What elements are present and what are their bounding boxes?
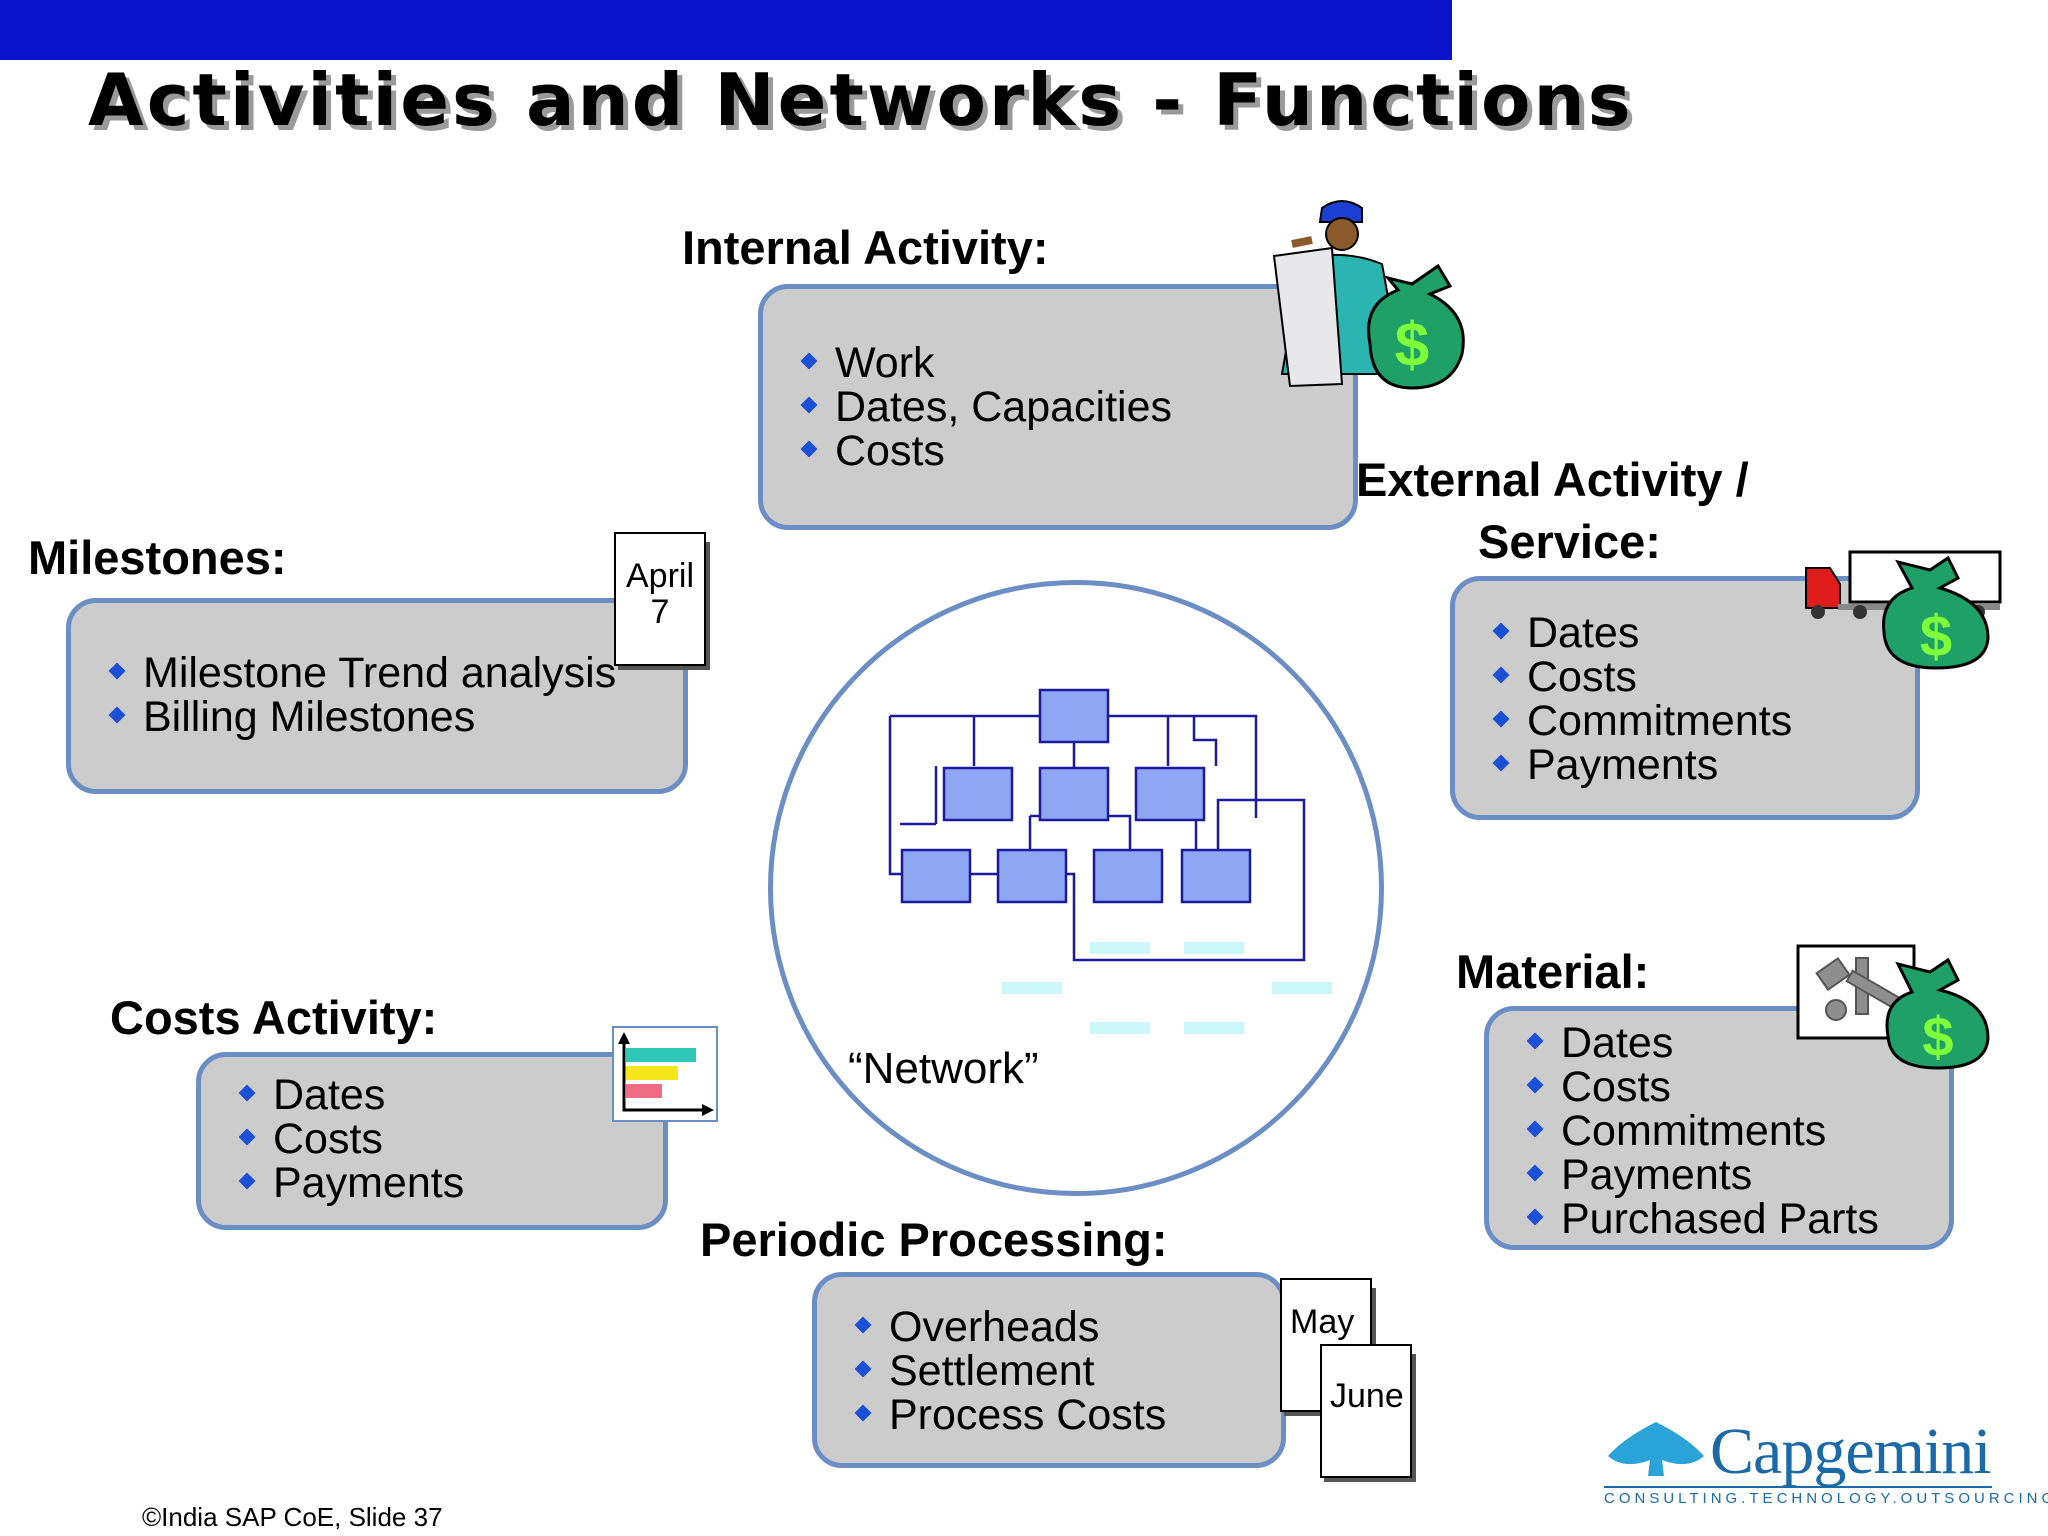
calendar-icon: April 7	[614, 532, 706, 666]
calendar-june-icon: June	[1320, 1344, 1412, 1478]
periodic-processing-heading: Periodic Processing:	[700, 1213, 1168, 1266]
list-item: Costs	[1489, 655, 1792, 699]
costs-activity-list: Dates Costs Payments	[235, 1073, 464, 1205]
list-item: Costs	[1523, 1065, 1879, 1109]
money-symbol: $	[1922, 1005, 1953, 1068]
list-item: Process Costs	[851, 1393, 1166, 1437]
list-item: Dates	[235, 1073, 464, 1117]
material-box: Dates Costs Commitments Payments Purchas…	[1484, 1006, 1954, 1250]
list-item: Costs	[235, 1117, 464, 1161]
list-item: Payments	[1489, 743, 1792, 787]
footer-text: ©India SAP CoE, Slide 37	[142, 1502, 443, 1532]
list-item: Payments	[235, 1161, 464, 1205]
material-heading: Material:	[1456, 945, 1650, 998]
capgemini-logo: Capgemini CONSULTING.TECHNOLOGY.OUTSOURC…	[1604, 1414, 2048, 1507]
logo-tagline: CONSULTING.TECHNOLOGY.OUTSOURCING	[1604, 1486, 2048, 1507]
periodic-processing-box: Overheads Settlement Process Costs	[812, 1272, 1286, 1468]
list-item: Commitments	[1523, 1109, 1879, 1153]
list-item: Dates	[1523, 1021, 1879, 1065]
calendar-month: April	[625, 557, 695, 595]
truck-with-money-bag-icon: $	[1805, 550, 2002, 670]
material-list: Dates Costs Commitments Payments Purchas…	[1523, 1021, 1879, 1241]
list-item: Work	[797, 341, 1172, 385]
network-diagram	[888, 688, 1332, 1034]
network-label: “Network”	[848, 1044, 1039, 1093]
logo-name: Capgemini	[1710, 1415, 1992, 1488]
list-item: Settlement	[851, 1349, 1166, 1393]
milestones-box: Milestone Trend analysis Billing Milesto…	[66, 598, 688, 794]
list-item: Milestone Trend analysis	[105, 651, 616, 695]
calendar-day: 7	[650, 593, 670, 631]
list-item: Commitments	[1489, 699, 1792, 743]
periodic-processing-list: Overheads Settlement Process Costs	[851, 1305, 1166, 1437]
costs-activity-box: Dates Costs Payments	[196, 1052, 668, 1230]
network-circle	[768, 580, 1384, 1196]
slide-title: Activities and Networks - Functions	[88, 58, 1634, 142]
top-banner	[0, 0, 1452, 60]
calendar-month: June	[1330, 1377, 1404, 1415]
worker-with-money-bag-icon: $	[1272, 200, 1465, 390]
calendar-month: May	[1290, 1303, 1355, 1341]
external-activity-heading: External Activity /	[1356, 453, 1749, 506]
spade-icon	[1608, 1422, 1704, 1476]
costs-activity-heading: Costs Activity:	[110, 991, 438, 1044]
external-activity-list: Dates Costs Commitments Payments	[1489, 611, 1792, 787]
list-item: Overheads	[851, 1305, 1166, 1349]
list-item: Billing Milestones	[105, 695, 616, 739]
external-activity-box: Dates Costs Commitments Payments	[1450, 576, 1920, 820]
parts-with-money-bag-icon: $	[1796, 944, 1990, 1070]
money-symbol: $	[1920, 604, 1952, 669]
bar-chart-icon	[612, 1026, 718, 1122]
list-item: Dates, Capacities	[797, 385, 1172, 429]
milestones-list: Milestone Trend analysis Billing Milesto…	[105, 651, 616, 739]
internal-activity-heading: Internal Activity:	[682, 221, 1049, 274]
internal-activity-list: Work Dates, Capacities Costs	[797, 341, 1172, 473]
milestones-heading: Milestones:	[28, 531, 287, 584]
list-item: Costs	[797, 429, 1172, 473]
list-item: Dates	[1489, 611, 1792, 655]
money-symbol: $	[1395, 311, 1429, 380]
list-item: Payments	[1523, 1153, 1879, 1197]
list-item: Purchased Parts	[1523, 1197, 1879, 1241]
external-activity-heading-line2: Service:	[1478, 515, 1661, 568]
internal-activity-box: Work Dates, Capacities Costs	[758, 284, 1358, 530]
